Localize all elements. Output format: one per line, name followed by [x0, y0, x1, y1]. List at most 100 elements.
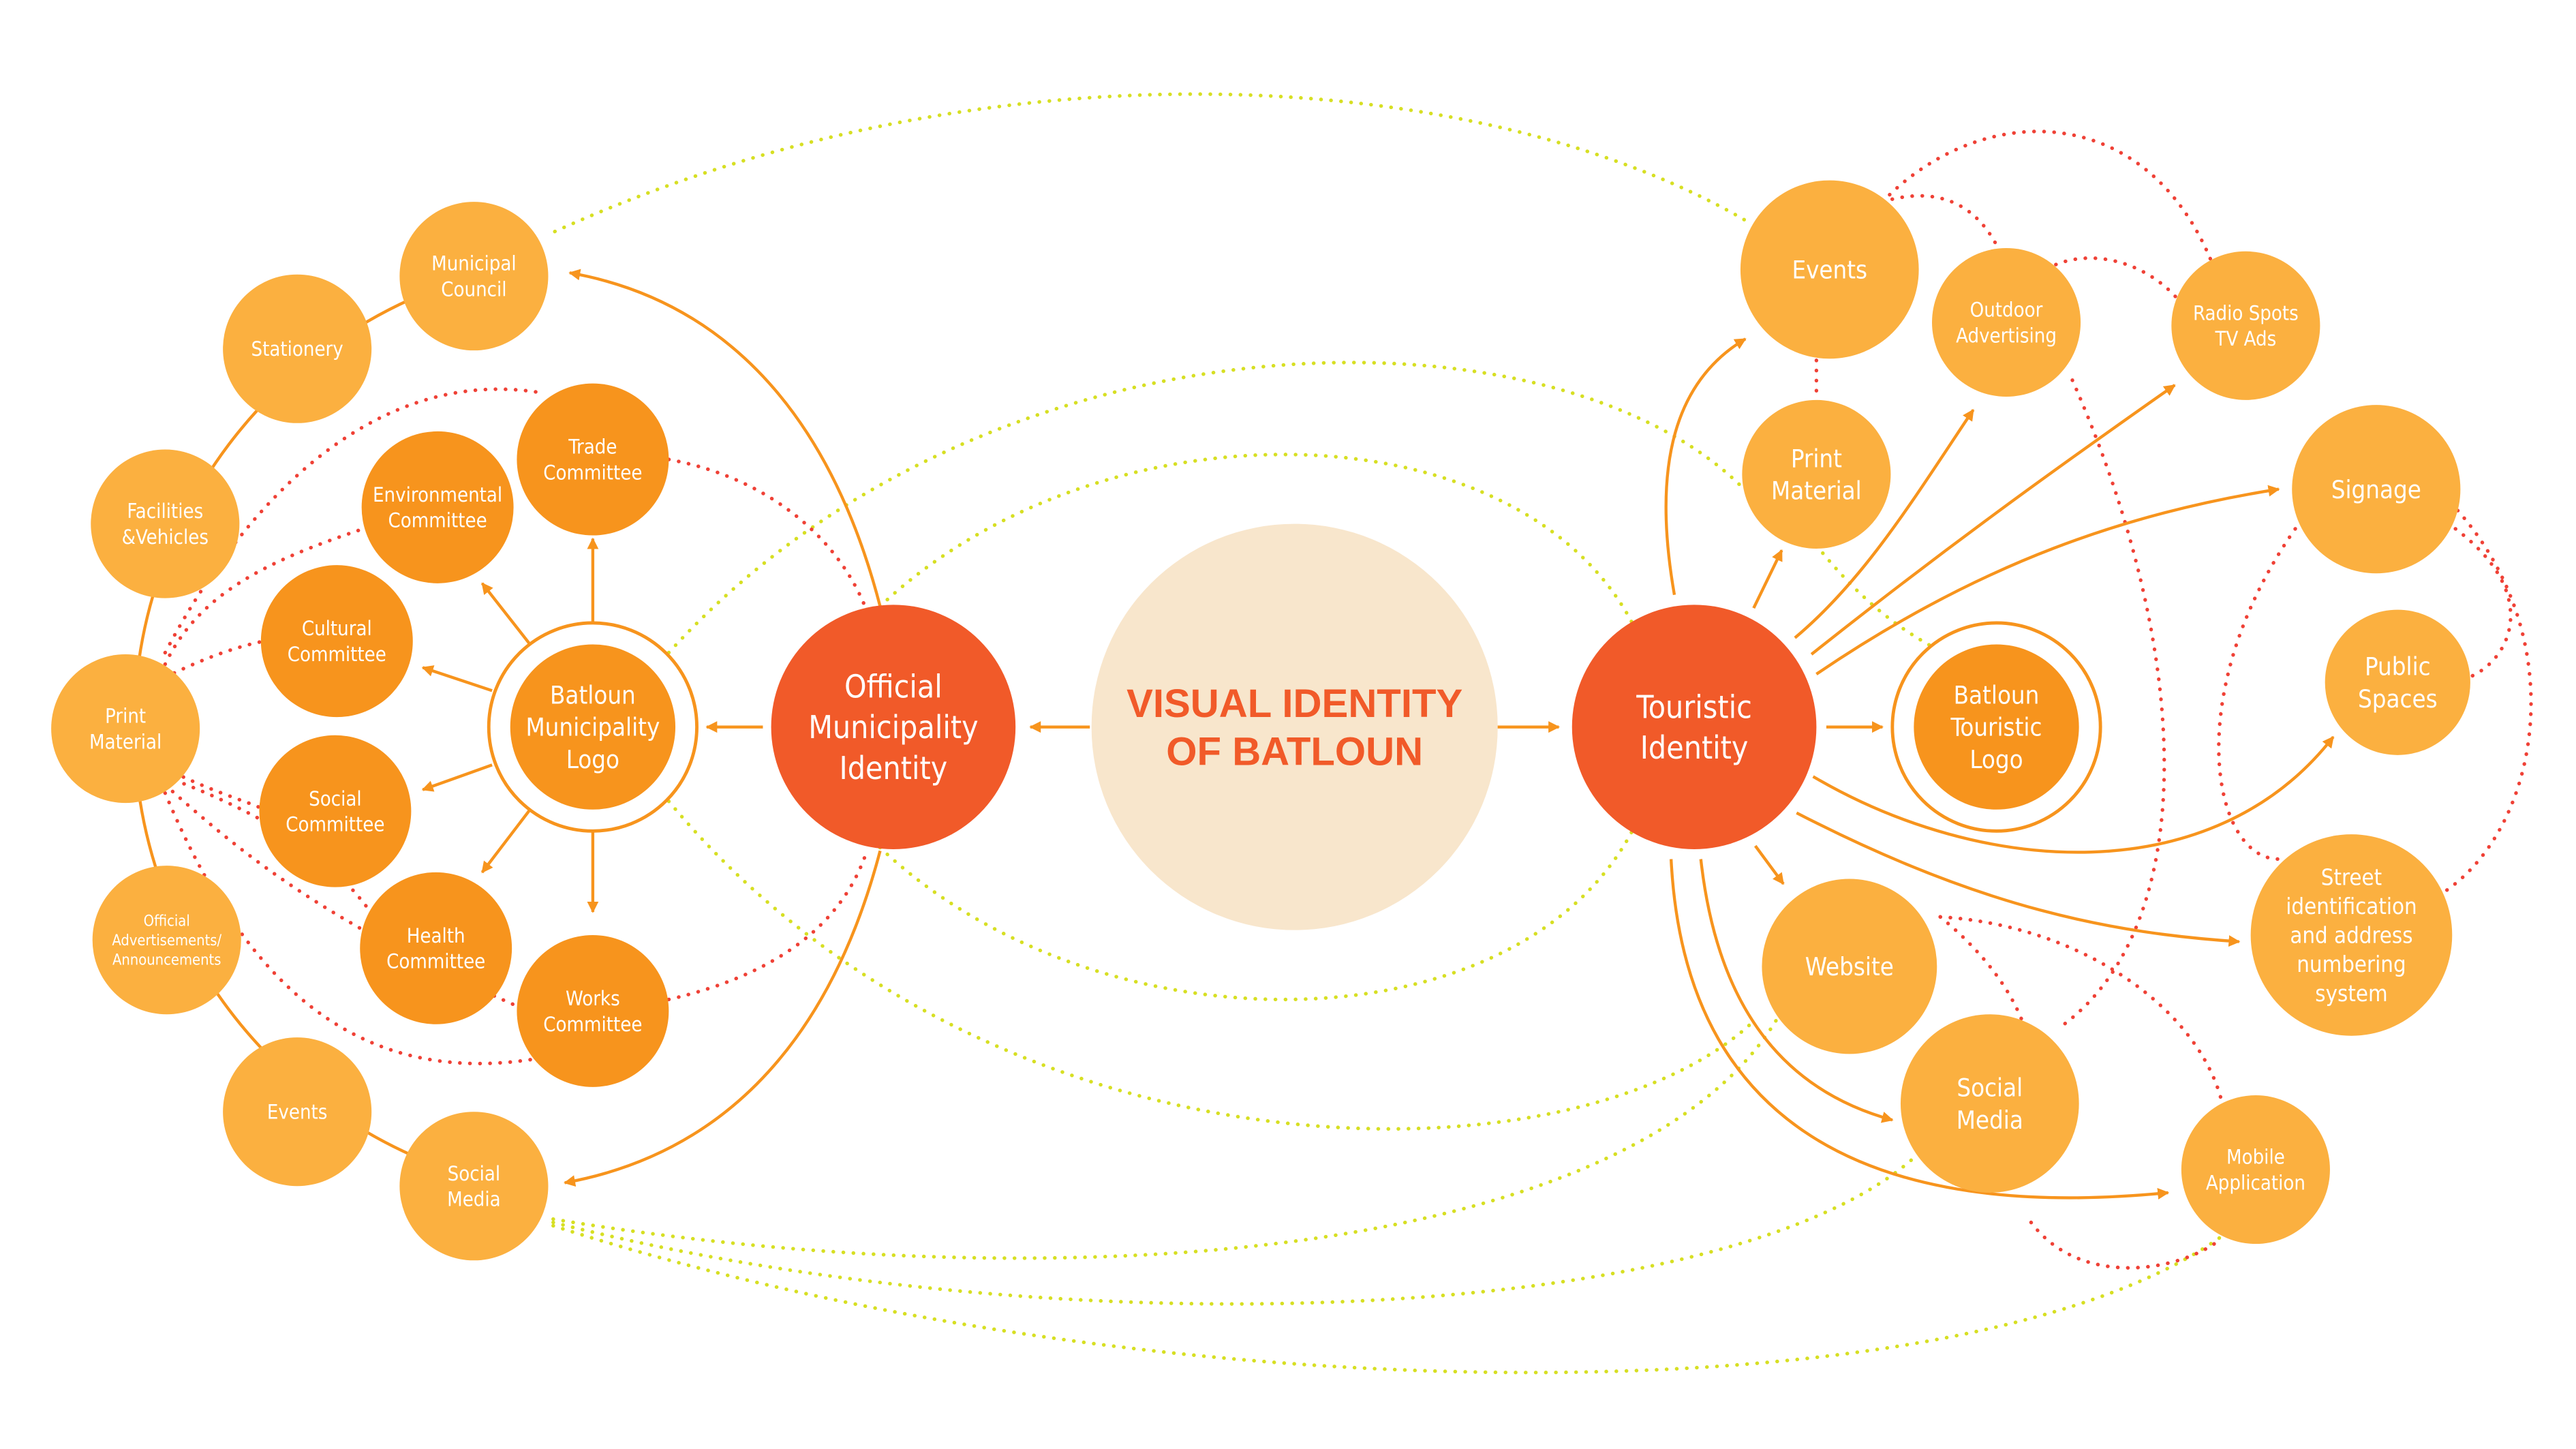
node-label: Facilities: [127, 500, 203, 523]
node-circle: [361, 431, 514, 583]
node-label: Events: [1792, 256, 1867, 285]
node-circle: [510, 644, 676, 810]
node-label: Mobile: [2226, 1146, 2285, 1169]
node-radio-tv: Radio Spots TV Ads: [2171, 251, 2320, 400]
node-circle: [92, 866, 241, 1015]
node-label: Committee: [543, 1013, 642, 1036]
node-circle: [259, 735, 412, 887]
node-circle: [399, 202, 549, 351]
node-circle: [1740, 180, 1919, 359]
node-label: Print: [105, 705, 146, 728]
node-website: Website: [1762, 879, 1937, 1054]
node-circle: [260, 565, 413, 718]
node-signage: Signage: [2292, 405, 2461, 574]
node-label: Committee: [286, 813, 384, 836]
arrow-official-to-council: [568, 269, 882, 607]
node-label: identification: [2286, 894, 2417, 919]
green-dotted-link: [666, 361, 1753, 655]
node-label: Touristic: [1636, 688, 1752, 725]
node-circle: [2292, 405, 2461, 574]
node-circle: [1571, 605, 1817, 849]
node-label: Batloun: [550, 680, 636, 710]
node-circle: [1900, 1014, 2079, 1193]
node-label: Events: [267, 1101, 328, 1124]
node-circle: [517, 383, 669, 536]
arrow-logo-to-social: [421, 763, 493, 792]
node-label: and address: [2290, 923, 2412, 949]
node-label: Municipality: [525, 713, 660, 742]
node-facilities-vehicles: Facilities&Vehicles: [91, 449, 240, 598]
node-label: Identity: [840, 750, 948, 787]
node-circle: [1742, 399, 1891, 549]
node-label: Committee: [288, 643, 386, 666]
arrow-official-to-social-media: [564, 850, 882, 1187]
node-label: Print: [1791, 444, 1842, 473]
node-label: Advertisements/: [112, 932, 221, 949]
arrow-touristic-to-events: [1664, 337, 1747, 596]
node-label: Street: [2321, 865, 2382, 891]
node-label: Social: [1957, 1073, 2023, 1103]
red-dotted-link: [163, 766, 266, 812]
node-label: Trade: [568, 436, 617, 459]
red-dotted-link: [163, 527, 365, 667]
green-dotted-link: [857, 824, 1637, 1001]
red-dotted-link: [2442, 493, 2533, 894]
red-dotted-link: [666, 849, 869, 1002]
node-circle: [517, 934, 669, 1087]
node-stationery: Stationery: [223, 274, 372, 423]
arrow-touristic-to-website: [1753, 844, 1785, 885]
red-dotted-link: [163, 387, 547, 655]
green-dotted-link: [551, 1154, 1918, 1306]
node-label: Material: [89, 730, 162, 753]
arrow-touristic-to-mobile: [1669, 859, 2170, 1200]
arrow-touristic-to-street: [1796, 811, 2241, 947]
node-label: Stationery: [251, 337, 343, 361]
node-label: Cultural: [302, 617, 372, 640]
node-label: TV Ads: [2215, 327, 2277, 350]
node-label: Spaces: [2358, 684, 2438, 714]
node-label: Logo: [1969, 745, 2023, 774]
diagram-title-line-1: VISUAL IDENTITY: [1126, 682, 1462, 726]
arrow-logo-to-health: [480, 808, 532, 874]
node-circle: [2171, 251, 2320, 400]
node-label: Media: [447, 1188, 501, 1211]
node-circle: [1762, 879, 1937, 1054]
node-label: Municipality: [808, 709, 978, 746]
node-label: Social: [309, 787, 362, 810]
node-label: Radio Spots: [2193, 301, 2299, 324]
green-dotted-link: [666, 799, 1753, 1131]
arrow-touristic-to-outdoor: [1794, 408, 1975, 639]
node-label: Environmental: [373, 483, 502, 506]
node-label: system: [2315, 981, 2387, 1007]
node-circle: [2181, 1095, 2330, 1245]
arrow-touristic-to-radio: [1810, 384, 2176, 656]
node-label: Public: [2365, 652, 2431, 682]
red-dotted-link: [1880, 129, 2215, 266]
red-dotted-link: [1938, 915, 2223, 1101]
node-label: Committee: [386, 950, 485, 973]
node-label: Social: [448, 1162, 501, 1185]
node-circle: [91, 449, 240, 598]
node-circle: [223, 1037, 372, 1187]
node-label: Health: [407, 924, 465, 947]
red-dotted-link: [163, 639, 266, 680]
node-label: Advertising: [1956, 324, 2057, 347]
arrow-touristic-to-print: [1752, 549, 1783, 609]
node-label: Committee: [543, 461, 642, 484]
node-label: &Vehicles: [122, 525, 209, 549]
